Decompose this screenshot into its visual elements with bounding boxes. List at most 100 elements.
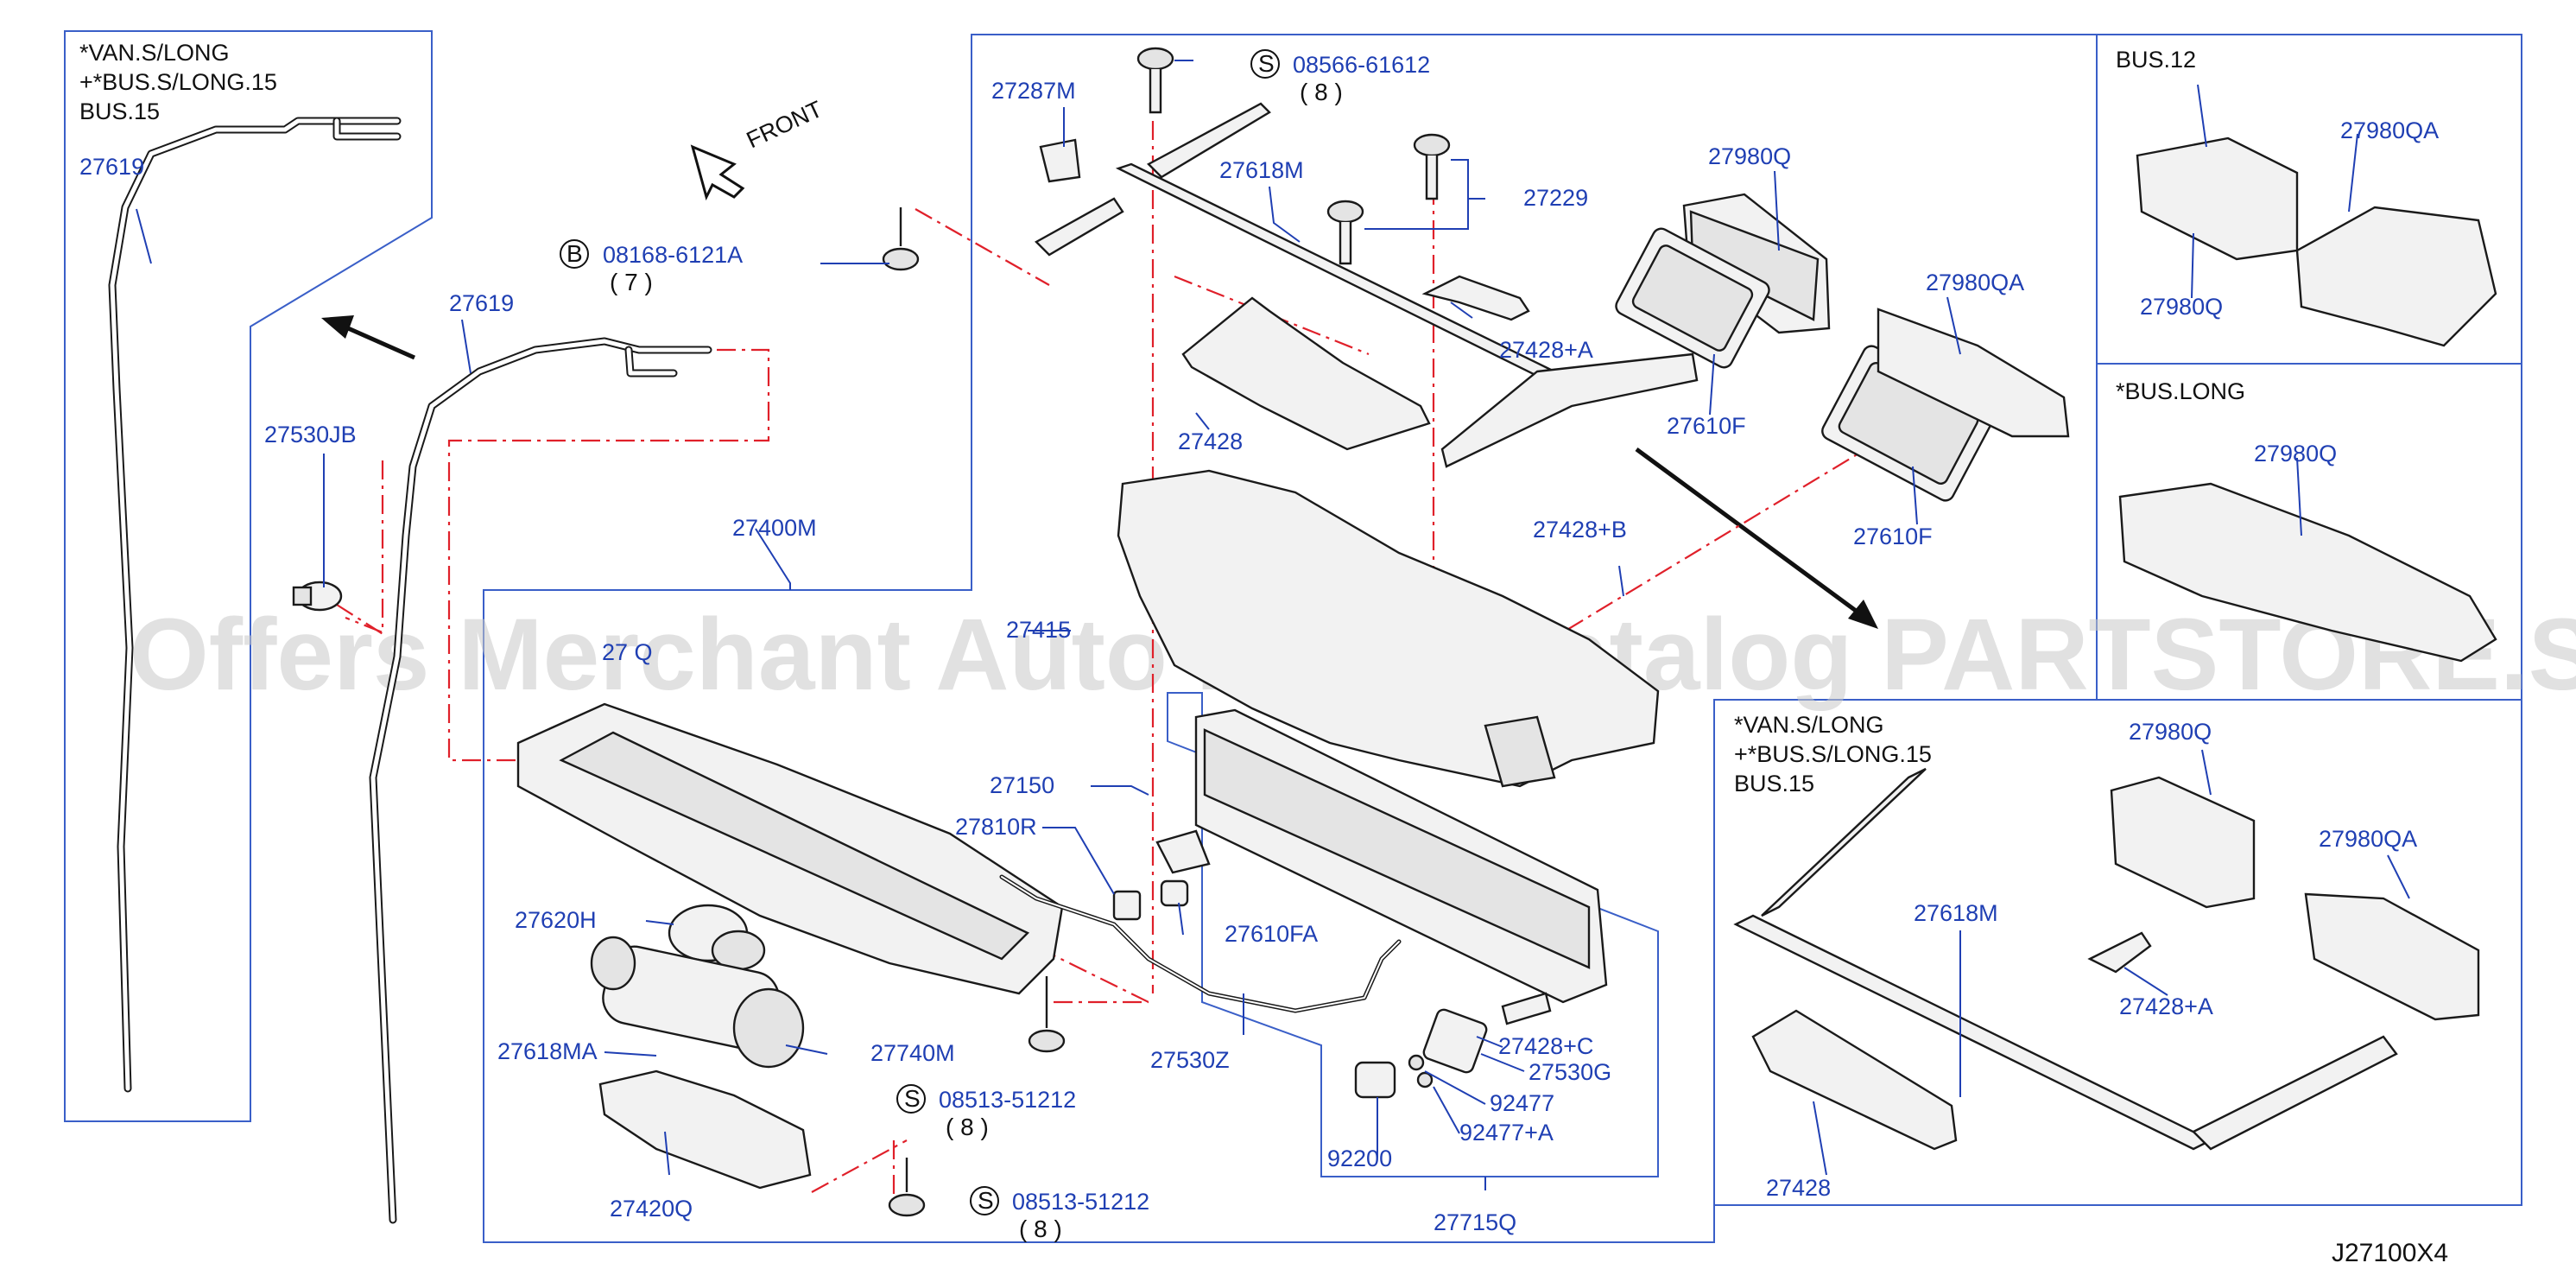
bolt-number: 08566-61612 <box>1293 52 1430 78</box>
part-label: 27980Q <box>1708 143 1791 169</box>
pipe-27619-mid <box>369 337 712 1224</box>
bracket-strip-top <box>1147 102 1271 179</box>
bolt-quantity: ( 8 ) <box>1019 1215 1062 1242</box>
bolt-prefix: S <box>904 1085 921 1112</box>
part-label: 27428+A <box>1499 337 1593 363</box>
part-label: 27428 <box>1766 1175 1831 1201</box>
part-labels: 27619 27619 27530JB 27400M 27287M 27618M… <box>79 78 2439 1235</box>
front-label: FRONT <box>743 96 826 153</box>
part-label: 27530G <box>1529 1059 1611 1085</box>
part-label: 27618MA <box>497 1038 598 1064</box>
right-duct-27980QA <box>2304 892 2480 1021</box>
part-label: 27980Q <box>2129 719 2212 745</box>
variant-note: BUS.15 <box>79 98 160 124</box>
part-label: 27150 <box>990 772 1054 798</box>
right-variant-frame <box>1713 699 2522 1242</box>
bolt-number: 08168-6121A <box>603 242 743 268</box>
part-label: 27415 <box>1006 617 1071 643</box>
pipe-27619-left <box>108 117 402 1093</box>
bracket-27428A <box>1421 275 1530 321</box>
bolt-icon <box>1413 133 1451 200</box>
bolt-quantity: ( 7 ) <box>610 269 653 295</box>
variant-note: *VAN.S/LONG <box>1734 712 1884 738</box>
part-label: 27428 <box>1178 428 1243 454</box>
part-label: 27610FA <box>1225 921 1318 947</box>
variant-note: +*BUS.S/LONG.15 <box>1734 741 1932 767</box>
part-label: 27619 <box>449 290 514 316</box>
cover-27420Q <box>598 1069 812 1190</box>
part-label: 27610F <box>1667 413 1746 439</box>
direction-arrows <box>321 144 1878 629</box>
right-crossbar-27618M-end <box>2191 1035 2398 1151</box>
crossbar-27618M-end <box>1440 352 1699 468</box>
crossbar-27618M <box>1115 162 1557 382</box>
variant-note: BUS.15 <box>1734 771 1814 796</box>
bolt-number: 08513-51212 <box>939 1087 1076 1113</box>
mount-plate-left <box>1035 197 1124 257</box>
part-label: 27810R <box>955 814 1037 840</box>
bolt-number: 08513-51212 <box>1012 1189 1149 1215</box>
part-label: 27428+C <box>1498 1033 1593 1059</box>
bolt-prefix-circle <box>560 239 589 269</box>
sensor-27810R <box>1112 890 1142 921</box>
variant-note: *VAN.S/LONG <box>79 40 230 66</box>
part-label: 27980QA <box>1926 270 2024 295</box>
bracket-27287M <box>1039 138 1081 183</box>
part-92200 <box>1354 1061 1396 1099</box>
part-label: 92477 <box>1490 1090 1554 1116</box>
part-label: 27980Q <box>2140 294 2223 320</box>
bracket-27428C <box>1501 992 1552 1025</box>
part-label: 27980Q <box>2254 441 2337 466</box>
bolt-prefix: S <box>1258 50 1275 77</box>
bracket-27428 <box>1181 296 1431 451</box>
leader-lines <box>136 60 2410 1190</box>
variant-note: +*BUS.S/LONG.15 <box>79 69 277 95</box>
housing-27415 <box>1117 469 1660 788</box>
part-label: 27980QA <box>2340 117 2439 143</box>
part-label: 27420Q <box>610 1196 693 1222</box>
duct-bus12-27980Q <box>2136 136 2299 261</box>
part-label: 27619 <box>79 154 144 180</box>
part-label: 27980QA <box>2319 826 2417 852</box>
part-label: 27715Q <box>1434 1209 1516 1235</box>
oring-92477A <box>1416 1071 1434 1088</box>
duct-bus12-27980QA <box>2295 206 2497 347</box>
bolt-quantity: ( 8 ) <box>946 1114 989 1140</box>
diagram-code: J27100X4 <box>2332 1239 2448 1267</box>
right-bracket-27428 <box>1751 1009 1958 1151</box>
right-duct-27980Q <box>2110 776 2256 909</box>
duct-buslong-27980Q <box>2118 482 2497 663</box>
part-label: 92200 <box>1327 1146 1392 1171</box>
bolt-icon <box>888 1158 926 1217</box>
bolt-icon <box>882 207 920 271</box>
block-27150 <box>1155 829 1211 874</box>
variant-note: BUS.12 <box>2116 47 2196 73</box>
part-label: 27 Q <box>602 639 653 665</box>
part-label: 27400M <box>732 515 817 541</box>
harness-27530Z <box>999 874 1402 1013</box>
part-label: 27618M <box>1914 900 1998 926</box>
motor-27740M <box>590 936 805 1069</box>
part-27610FA <box>1160 879 1189 907</box>
part-label: 27530JB <box>264 422 357 447</box>
bolt-icon <box>1326 200 1364 265</box>
bolt-callouts: S 08566-61612 ( 8 ) B 08168-6121A ( 7 ) … <box>560 49 1430 1242</box>
part-label: 27229 <box>1523 185 1588 211</box>
part-27530G <box>1422 1008 1488 1074</box>
part-shapes <box>292 47 2497 1217</box>
bolt-icon <box>1028 976 1066 1053</box>
part-label: 27618M <box>1219 157 1304 183</box>
bolt-quantity: ( 8 ) <box>1300 79 1343 105</box>
bolt-prefix: B <box>566 240 583 267</box>
duct-27980QA <box>1877 308 2070 438</box>
part-label: 27287M <box>991 78 1076 104</box>
variant-notes: *VAN.S/LONG +*BUS.S/LONG.15 BUS.15 BUS.1… <box>79 40 2245 796</box>
part-label: 27530Z <box>1150 1047 1230 1073</box>
bolt-prefix: S <box>978 1187 994 1214</box>
variant-note: *BUS.LONG <box>2116 378 2245 404</box>
front-arrow-icon <box>690 144 745 201</box>
bolt-icon <box>1136 47 1174 114</box>
part-label: 27740M <box>870 1040 955 1066</box>
oring-92477 <box>1408 1054 1425 1071</box>
